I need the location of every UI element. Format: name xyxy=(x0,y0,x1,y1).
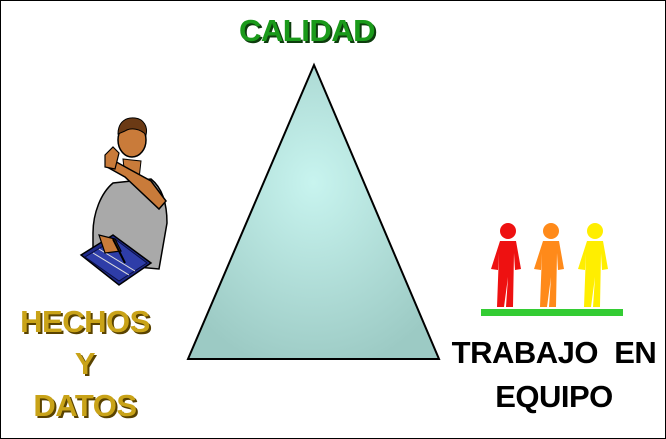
quality-triangle xyxy=(186,62,441,360)
equipo-line: EQUIPO xyxy=(495,379,613,414)
calidad-label: CALIDAD xyxy=(239,13,376,48)
trabajo-en-equipo-label: TRABAJO EN EQUIPO xyxy=(441,331,665,419)
person-red-icon xyxy=(491,223,521,307)
hechos-y-datos-label: HECHOS Y DATOS xyxy=(1,301,169,427)
datos-line: DATOS xyxy=(33,388,137,423)
person-yellow-icon xyxy=(578,223,608,307)
person-orange-icon xyxy=(534,223,564,307)
trabajo-en-line: TRABAJO EN xyxy=(451,335,657,370)
y-line: Y xyxy=(74,346,96,381)
team-base-bar xyxy=(481,309,623,316)
hechos-line: HECHOS xyxy=(20,304,150,339)
man-with-book-icon xyxy=(79,117,168,286)
team-of-people-icon xyxy=(481,223,623,316)
